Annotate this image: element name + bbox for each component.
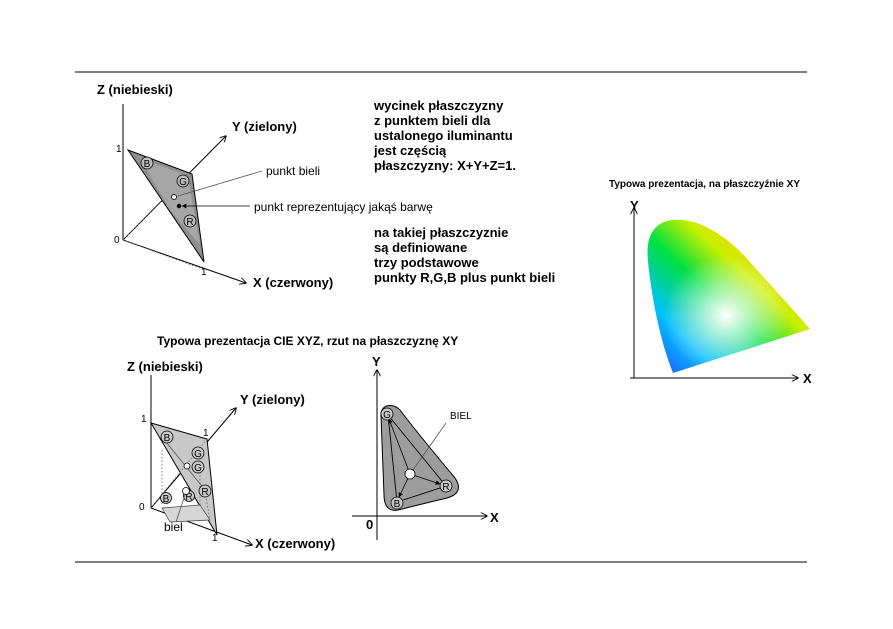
note2-line: trzy podstawowe: [374, 255, 479, 270]
br-arrow-to-g: [388, 418, 411, 475]
note2-line: punkty R,G,B plus punkt bieli: [374, 270, 556, 285]
top-vertex-b-circle: [140, 156, 154, 170]
bl-tick-origin: 0: [139, 502, 145, 513]
cie-x-axis-label: X: [803, 371, 812, 386]
br-vertex-g-circle: [380, 407, 394, 421]
top-color-point: [176, 203, 182, 209]
bl-white-leader: [175, 494, 186, 523]
bottom-left-diagram: B G G R B R Z (niebieski) Y (zielony) X …: [127, 359, 335, 551]
bottom-caption: Typowa prezentacja CIE XYZ, rzut na płas…: [157, 334, 459, 348]
top-tick-x: 1: [201, 267, 207, 278]
bl-vertex-b: B: [164, 433, 171, 444]
bl-vertex-r: R: [201, 487, 208, 498]
bl-white-point-upper: [183, 462, 191, 470]
cie-plot-caption: Typowa prezentacja, na płaszczyźnie XY: [609, 179, 800, 190]
br-white-point: [404, 468, 416, 480]
br-rgb-triangle: [387, 413, 447, 503]
cie-plot: Y X: [630, 198, 812, 386]
bl-vertex-b-circle: [160, 430, 174, 444]
bl-white-label: biel: [164, 520, 183, 534]
bl-y-axis-label: Y (zielony): [240, 392, 305, 407]
note1-line: jest częścią: [374, 143, 447, 158]
top-white-point: [171, 194, 177, 200]
top-tick-origin: 0: [114, 235, 120, 246]
top-x-axis-line: [122, 239, 246, 283]
top-vertex-g: G: [179, 177, 187, 188]
note1-line: z punktem bieli dla: [374, 113, 491, 128]
top-vertex-r: R: [186, 217, 193, 228]
note-plane-description: wycinek płaszczyzny z punktem bieli dla …: [374, 98, 516, 173]
br-vertex-b-circle: [390, 496, 404, 510]
bl-tick-y: 1: [203, 428, 209, 439]
top-white-point-label: punkt bieli: [266, 164, 320, 178]
top-vertex-r-circle: [183, 214, 197, 228]
note1-line: ustalonego iluminantu: [374, 128, 513, 143]
bl-vertex-r-circle: [198, 484, 212, 498]
top-vertex-g-circle: [176, 174, 190, 188]
bl-z-axis-label: Z (niebieski): [127, 359, 203, 374]
note2-line: są definiowane: [374, 240, 468, 255]
top-3d-diagram: B G R Z (niebieski) Y (zielony) X (czerw…: [97, 82, 433, 290]
br-white-label: BIEL: [450, 411, 472, 422]
br-vertex-b: B: [394, 499, 401, 510]
top-vertex-b: B: [144, 159, 151, 170]
top-y-axis-label: Y (zielony): [232, 119, 297, 134]
note-rgb-definition: na takiej płaszczyznie są definiowane tr…: [374, 225, 555, 285]
bottom-right-diagram: G B R Y X 0 BIEL: [352, 354, 499, 540]
note1-line: płaszczyzny: X+Y+Z=1.: [374, 158, 516, 173]
cie-y-axis-label: Y: [630, 198, 639, 213]
bl-vertex-b2-circle: [160, 492, 172, 504]
bl-tick-x: 1: [212, 533, 218, 544]
note2-line: na takiej płaszczyznie: [374, 225, 509, 240]
top-dotted-x: [122, 239, 206, 271]
top-tick-z: 1: [116, 144, 122, 155]
br-vertex-r: R: [442, 482, 449, 493]
top-white-point-leader: [177, 170, 263, 197]
top-color-point-label: punkt reprezentujący jakąś barwę: [254, 200, 433, 214]
br-vertex-g: G: [383, 410, 391, 421]
br-tick-origin: 0: [366, 517, 373, 532]
bl-vertex-g: G: [194, 449, 202, 460]
br-white-leader: [412, 422, 447, 471]
cie-horseshoe: [647, 219, 810, 373]
bl-x-axis-label: X (czerwony): [255, 536, 335, 551]
top-x-axis-label: X (czerwony): [253, 275, 333, 290]
note1-line: wycinek płaszczyzny: [374, 98, 504, 113]
bl-white-point-lower: [182, 487, 190, 495]
bl-vertex-b2: B: [163, 494, 170, 505]
bl-vertex-g2-circle: [191, 460, 205, 474]
bl-vertex-g2: G: [194, 463, 202, 474]
br-vertex-r-circle: [439, 479, 453, 493]
br-y-axis-label: Y: [372, 354, 381, 369]
br-x-axis-label: X: [490, 510, 499, 525]
bl-vertex-g-circle: [191, 446, 205, 460]
top-z-axis-label: Z (niebieski): [97, 82, 173, 97]
bl-inner-line: [161, 436, 206, 491]
bl-tick-z: 1: [141, 414, 147, 425]
bl-vertex-r2: R: [185, 492, 192, 503]
top-dotted-diagonal: [122, 174, 189, 241]
